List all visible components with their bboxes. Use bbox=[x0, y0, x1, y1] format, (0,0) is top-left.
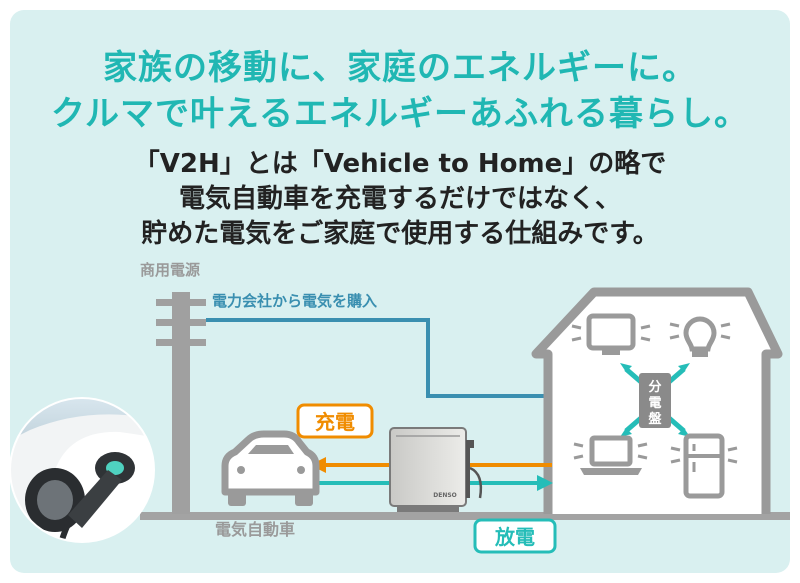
v2h-unit-brand: DENSO bbox=[433, 492, 457, 499]
charge-tag bbox=[296, 403, 374, 439]
headline-line-1: 家族の移動に、家庭のエネルギーに。 bbox=[103, 48, 697, 88]
charge-label: 充電 bbox=[315, 410, 355, 434]
description-line-2: 電気自動車を充電するだけではなく、 bbox=[178, 184, 621, 214]
distribution-arrows bbox=[620, 363, 690, 437]
discharge-label: 放電 bbox=[494, 525, 535, 549]
distribution-panel-box bbox=[639, 373, 671, 428]
laptop-icon bbox=[573, 435, 648, 475]
utility-power-label: 商用電源 bbox=[140, 261, 200, 279]
ev-charging-photo bbox=[10, 398, 154, 542]
description-line-1: 「V2H」とは「Vehicle to Home」の略で bbox=[133, 149, 667, 179]
description-line-3: 貯めた電気をご家庭で使用する仕組みです。 bbox=[141, 219, 659, 249]
utility-pole bbox=[156, 292, 206, 514]
v2h-unit bbox=[389, 427, 483, 512]
discharge-tag bbox=[473, 518, 557, 554]
headline-line-2: クルマで叶えるエネルギーあふれる暮らし。 bbox=[51, 94, 749, 134]
purchase-label: 電力会社から電気を購入 bbox=[212, 292, 377, 310]
tv-icon bbox=[571, 313, 651, 355]
ev-label: 電気自動車 bbox=[215, 520, 295, 539]
light-bulb-icon bbox=[669, 316, 731, 357]
ev-charging-photo-border bbox=[9, 397, 155, 543]
distribution-panel-char-1: 分 bbox=[648, 379, 661, 395]
distribution-panel-char-3: 盤 bbox=[647, 411, 662, 427]
refrigerator-icon bbox=[670, 433, 738, 499]
purchase-power-line bbox=[206, 318, 612, 398]
ground-line bbox=[140, 512, 790, 520]
distribution-panel-char-2: 電 bbox=[648, 396, 661, 411]
electric-car-icon bbox=[221, 430, 320, 506]
